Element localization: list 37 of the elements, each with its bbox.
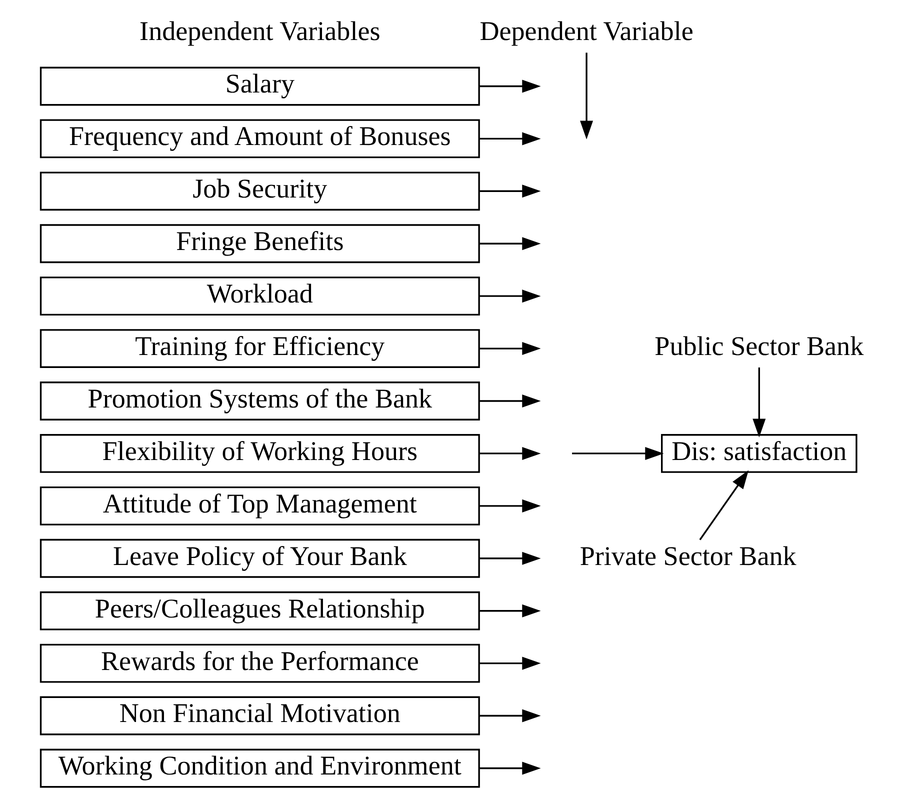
arrow [479, 446, 541, 460]
arrow [479, 552, 541, 565]
node-text: Private Sector Bank [580, 540, 796, 571]
node-box: Non Financial Motivation [40, 696, 480, 736]
node-text: Public Sector Bank [654, 330, 864, 361]
arrow [479, 237, 541, 250]
node-box: Leave Policy of Your Bank [40, 538, 480, 578]
node-box: Dis: satisfaction [661, 434, 858, 473]
arrow [479, 132, 541, 146]
arrow [479, 290, 541, 303]
node-box: Attitude of Top Management [40, 486, 480, 526]
label: Independent Variables [140, 16, 380, 46]
arrow [479, 394, 541, 408]
arrow [752, 367, 766, 438]
node-box: Job Security [40, 172, 480, 211]
arrow [479, 762, 541, 775]
arrow [479, 184, 541, 198]
arrow [699, 470, 749, 540]
arrow [479, 604, 541, 618]
arrow [479, 499, 541, 512]
node-text: Dependent Variable [480, 16, 694, 46]
node-box: Flexibility of Working Hours [40, 434, 480, 473]
arrow [479, 342, 541, 356]
arrow [580, 52, 594, 140]
arrow [572, 446, 664, 460]
arrow [479, 80, 541, 93]
node-box: Frequency and Amount of Bonuses [40, 119, 480, 158]
node-box: Workload [40, 276, 480, 316]
node-box: Peers/Colleagues Relationship [40, 591, 480, 630]
node-box: Promotion Systems of the Bank [40, 382, 480, 420]
node-box: Fringe Benefits [40, 224, 480, 264]
node-box: Training for Efficiency [40, 329, 480, 368]
node-box: Rewards for the Performance [40, 644, 480, 683]
arrow [479, 656, 541, 670]
node-box: Salary [40, 66, 480, 106]
arrow [479, 709, 541, 722]
node-box: Working Condition and Environment [40, 748, 480, 788]
